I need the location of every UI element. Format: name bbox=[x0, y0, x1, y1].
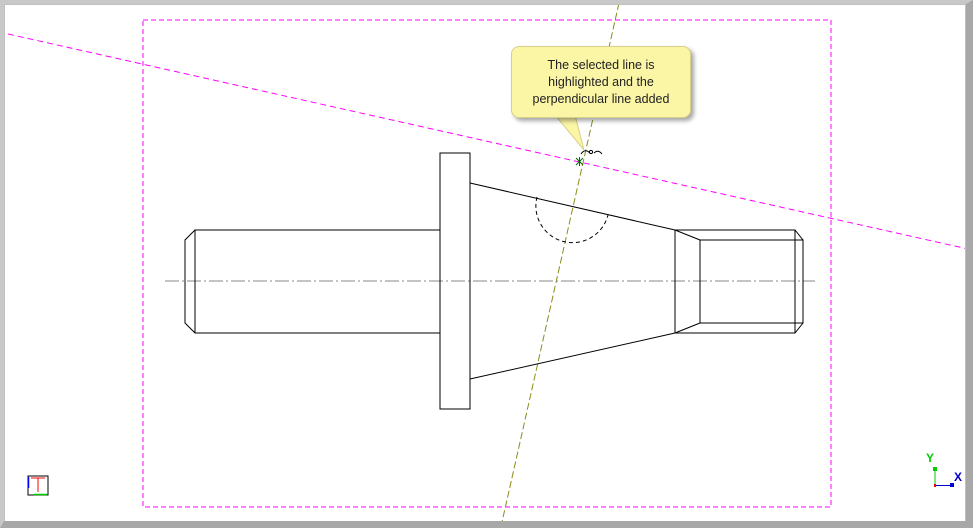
drawing-canvas[interactable] bbox=[5, 5, 965, 521]
part-outline[interactable] bbox=[184, 152, 804, 410]
sheet-boundary bbox=[142, 19, 832, 508]
angle-arc bbox=[535, 196, 609, 244]
tooltip-text: The selected line is highlighted and the… bbox=[532, 57, 670, 106]
tooltip-callout: The selected line is highlighted and the… bbox=[511, 46, 691, 118]
y-axis-label: Y bbox=[926, 451, 934, 465]
selected-line[interactable] bbox=[7, 33, 968, 249]
tooltip-pointer bbox=[553, 114, 585, 151]
perpendicular-line[interactable] bbox=[501, 3, 620, 522]
x-axis-label: X bbox=[954, 470, 962, 484]
snap-marker bbox=[575, 149, 603, 166]
ucs-axes-icon: Y X bbox=[926, 451, 962, 487]
top-view-icon[interactable] bbox=[27, 475, 49, 496]
